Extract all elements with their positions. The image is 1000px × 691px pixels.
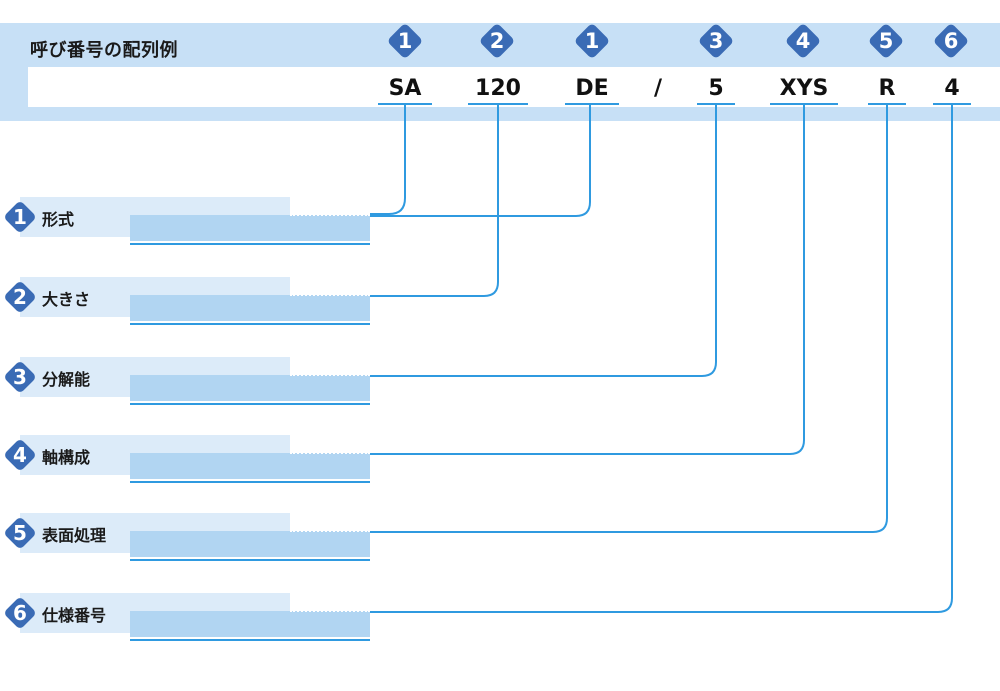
item-shadow: [130, 295, 370, 321]
badge-6-icon: 6: [932, 22, 970, 60]
code-part-spec: 4: [944, 76, 960, 101]
code-part-sa: SA: [388, 76, 422, 101]
item-label: 形式: [42, 210, 75, 229]
code-separator: /: [653, 76, 663, 101]
connector-4: [370, 105, 805, 455]
badge-6-icon: 6: [2, 595, 38, 631]
badge-3-icon: 3: [2, 359, 38, 395]
connector-2: [370, 105, 499, 297]
badge-1-icon: 1: [573, 22, 611, 60]
code-underline: [565, 103, 619, 105]
item-label: 大きさ: [42, 290, 91, 309]
item-size: 2 大きさ: [0, 277, 370, 325]
code-underline: [697, 103, 735, 105]
connector-5: [370, 105, 888, 533]
page-title: 呼び番号の配列例: [30, 40, 178, 61]
header-code-area: [28, 67, 1000, 107]
item-dotted-leader: [290, 214, 370, 216]
code-part-resolution: 5: [708, 76, 724, 101]
badge-5-icon: 5: [867, 22, 905, 60]
badge-1-icon: 1: [386, 22, 424, 60]
item-label: 表面処理: [42, 526, 107, 545]
badge-2-icon: 2: [478, 22, 516, 60]
code-part-axis: XYS: [779, 76, 829, 101]
item-axis-config: 4 軸構成: [0, 435, 370, 483]
connector-1b: [370, 105, 591, 217]
badge-5-icon: 5: [2, 515, 38, 551]
item-underline: [130, 639, 370, 641]
connector-1a: [370, 105, 406, 215]
badge-3-icon: 3: [697, 22, 735, 60]
item-dotted-leader: [290, 294, 370, 296]
item-surface-treatment: 5 表面処理: [0, 513, 370, 561]
connector-6: [370, 105, 953, 613]
item-label: 分解能: [42, 370, 91, 389]
badge-2-icon: 2: [2, 279, 38, 315]
code-underline: [378, 103, 432, 105]
item-label: 軸構成: [42, 448, 91, 467]
badge-4-icon: 4: [2, 437, 38, 473]
item-form: 1 形式: [0, 197, 370, 245]
item-shadow: [130, 453, 370, 479]
badge-4-icon: 4: [784, 22, 822, 60]
connector-3: [370, 105, 717, 377]
badge-1-icon: 1: [2, 199, 38, 235]
item-spec-number: 6 仕様番号: [0, 593, 370, 641]
item-underline: [130, 403, 370, 405]
item-dotted-leader: [290, 374, 370, 376]
code-underline: [868, 103, 906, 105]
item-shadow: [130, 531, 370, 557]
code-underline: [933, 103, 971, 105]
item-underline: [130, 559, 370, 561]
code-part-size: 120: [475, 76, 521, 101]
item-shadow: [130, 375, 370, 401]
code-part-surface: R: [878, 76, 896, 101]
code-underline: [770, 103, 838, 105]
item-underline: [130, 481, 370, 483]
item-underline: [130, 323, 370, 325]
code-part-de: DE: [575, 76, 609, 101]
item-dotted-leader: [290, 610, 370, 612]
item-label: 仕様番号: [42, 606, 107, 625]
item-shadow: [130, 611, 370, 637]
item-underline: [130, 243, 370, 245]
item-shadow: [130, 215, 370, 241]
code-underline: [468, 103, 528, 105]
item-dotted-leader: [290, 452, 370, 454]
item-dotted-leader: [290, 530, 370, 532]
item-resolution: 3 分解能: [0, 357, 370, 405]
